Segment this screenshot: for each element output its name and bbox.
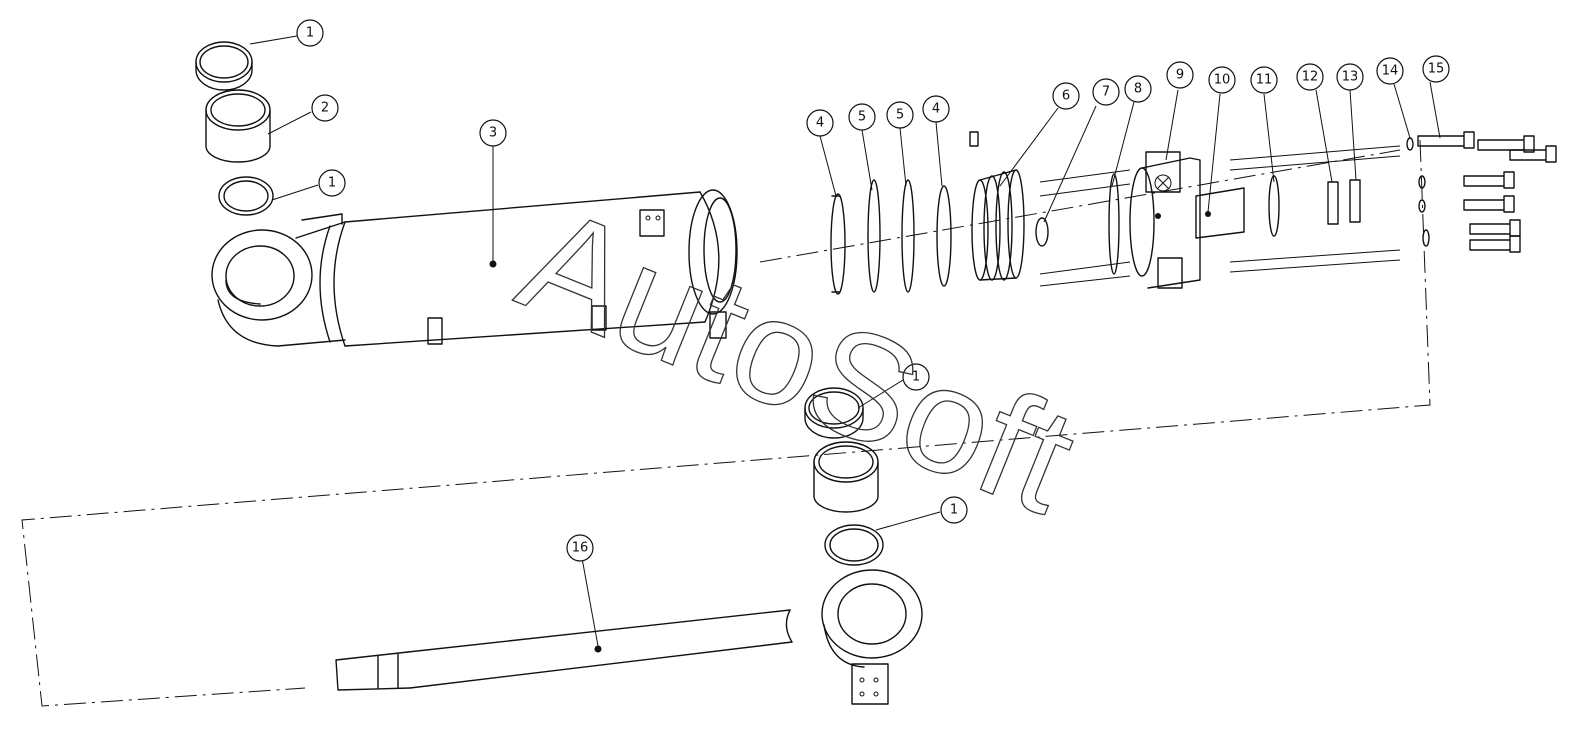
callout-c5a: 5 [848, 103, 876, 131]
callout-circle [940, 496, 968, 524]
callout-c14: 14 [1376, 57, 1404, 85]
callout-c7: 7 [1092, 78, 1120, 106]
callout-c5b: 5 [886, 101, 914, 129]
callout-circle [886, 101, 914, 129]
callout-c2: 2 [311, 94, 339, 122]
callout-label: 1 [306, 26, 314, 41]
callout-circle [1052, 82, 1080, 110]
callout-c3: 3 [479, 119, 507, 147]
piston [971, 169, 1025, 281]
callout-c10: 10 [1208, 66, 1236, 94]
callout-label: 2 [321, 101, 329, 116]
washers-14 [1406, 137, 1430, 247]
callout-circle [1422, 55, 1450, 83]
callout-c1d: 1 [940, 496, 968, 524]
callout-circle [1376, 57, 1404, 85]
callout-c12: 12 [1296, 63, 1324, 91]
piston-rod-guides [1039, 145, 1401, 287]
callout-label: 1 [950, 503, 958, 518]
callout-c15: 15 [1422, 55, 1450, 83]
callout-circle [1092, 78, 1120, 106]
callout-circle [1336, 63, 1364, 91]
lower-bushing [813, 441, 879, 513]
upper-bushing [205, 89, 271, 163]
callout-c13: 13 [1336, 63, 1364, 91]
callout-label: 10 [1214, 73, 1231, 88]
callout-circle [311, 94, 339, 122]
callout-label: 5 [896, 108, 904, 123]
callout-label: 4 [932, 102, 940, 117]
callout-label: 16 [572, 541, 589, 556]
lower-seal-ring [804, 387, 864, 439]
washer-12 [1327, 181, 1339, 225]
callout-c8: 8 [1124, 75, 1152, 103]
callout-label: 15 [1428, 62, 1445, 77]
seal-ring-5a [867, 179, 881, 293]
piston-rod [335, 569, 923, 705]
upper-lower-ring [218, 176, 274, 216]
callout-circle [848, 103, 876, 131]
callout-c11: 11 [1250, 66, 1278, 94]
callout-c4b: 4 [922, 95, 950, 123]
callout-label: 14 [1382, 64, 1399, 79]
callout-c16: 16 [566, 534, 594, 562]
callout-circle [318, 169, 346, 197]
cylinder-head [1129, 151, 1201, 289]
callout-c1a: 1 [296, 19, 324, 47]
callout-c4a: 4 [806, 109, 834, 137]
ring-8 [1108, 173, 1120, 275]
small-screw [969, 131, 979, 147]
callout-circle [1250, 66, 1278, 94]
ring-11 [1268, 175, 1280, 237]
callout-c1c: 1 [902, 363, 930, 391]
callout-circle [806, 109, 834, 137]
callout-c1b: 1 [318, 169, 346, 197]
seal-ring-4a [830, 193, 846, 295]
leader-lines [249, 35, 1441, 647]
upper-seal-ring [195, 41, 253, 91]
callout-circle [922, 95, 950, 123]
callout-label: 12 [1302, 70, 1319, 85]
callout-label: 7 [1102, 85, 1110, 100]
washer-13 [1349, 179, 1361, 223]
lower-lower-ring [824, 524, 884, 566]
callout-circle [902, 363, 930, 391]
callout-c6: 6 [1052, 82, 1080, 110]
callout-label: 3 [489, 126, 497, 141]
callout-c9: 9 [1166, 61, 1194, 89]
guide-sleeve [1195, 187, 1245, 239]
bolts-15 [1417, 131, 1557, 253]
callout-circle [1124, 75, 1152, 103]
assembly-centerline [21, 139, 1431, 707]
callout-label: 11 [1256, 73, 1273, 88]
callout-label: 1 [912, 370, 920, 385]
callout-label: 6 [1062, 89, 1070, 104]
callout-circle [1166, 61, 1194, 89]
seal-ring-5b [901, 179, 915, 293]
cylinder-barrel [211, 189, 738, 347]
seal-ring-4b [936, 185, 952, 287]
callout-circle [296, 19, 324, 47]
callout-label: 5 [858, 110, 866, 125]
callout-circle [1296, 63, 1324, 91]
callout-label: 4 [816, 116, 824, 131]
callout-circle [479, 119, 507, 147]
callout-label: 8 [1134, 82, 1142, 97]
ring-7 [1035, 217, 1049, 247]
callout-label: 9 [1176, 68, 1184, 83]
callout-label: 1 [328, 176, 336, 191]
watermark: AutoSoft [500, 174, 1096, 545]
callout-circle [566, 534, 594, 562]
callout-label: 13 [1342, 70, 1359, 85]
callout-circle [1208, 66, 1236, 94]
